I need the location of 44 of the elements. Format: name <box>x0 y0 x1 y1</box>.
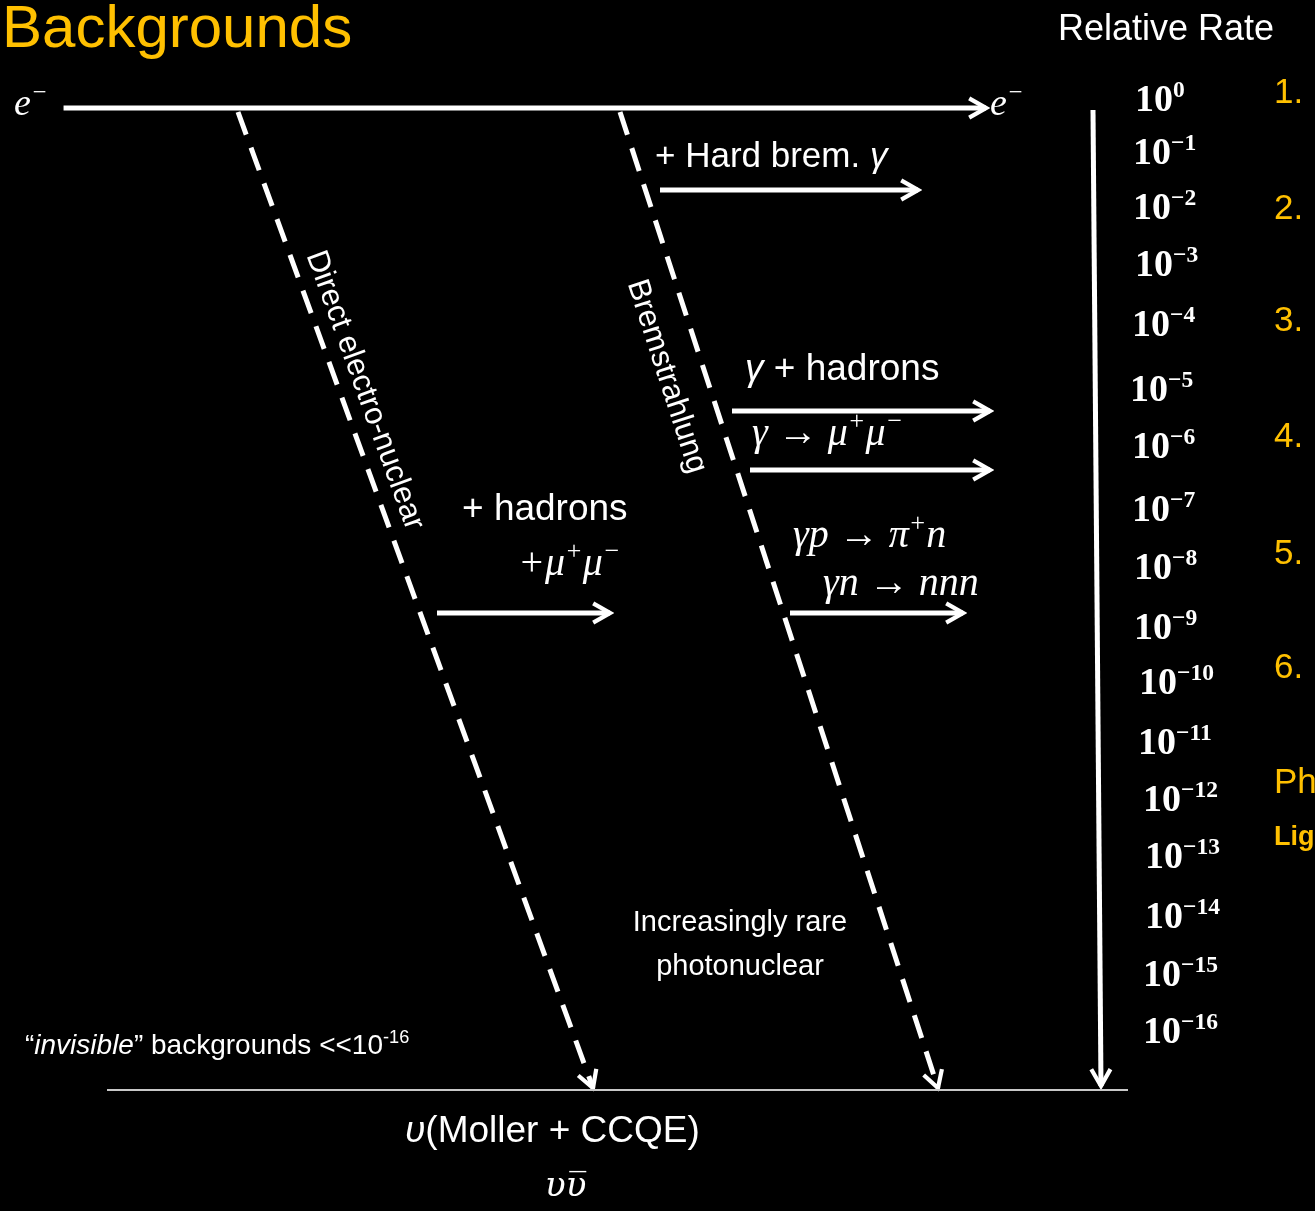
rate-value: 10$^{−15}$ <box>1143 954 1218 992</box>
rate-value: 10$^{0}$ <box>1135 79 1185 117</box>
rate-value: 10$^{−3}$ <box>1135 244 1199 282</box>
list-number: 2. <box>1274 188 1304 227</box>
arrow <box>63 96 989 120</box>
process-label: + Hard brem. γ <box>655 136 888 175</box>
final-state-label: υυ̅ <box>545 1166 587 1204</box>
rate-value: 10$^{−7}$ <box>1132 489 1196 527</box>
rate-value: 10$^{−6}$ <box>1132 426 1196 464</box>
list-number: 6. <box>1274 647 1304 686</box>
process-label: γ + hadrons <box>745 348 940 389</box>
rate-value: 10$^{−11}$ <box>1138 722 1212 760</box>
rate-value: 10$^{−2}$ <box>1133 187 1197 225</box>
note: Increasingly rare photonuclear <box>631 904 849 983</box>
rate-value: 10$^{−14}$ <box>1145 896 1220 934</box>
title: Backgrounds <box>2 0 353 60</box>
process-label: + hadrons <box>462 488 628 529</box>
rate-value: 10$^{−13}$ <box>1145 836 1220 874</box>
axis-title: Relative Rate <box>1058 8 1275 48</box>
process-label: +μ$^{+}$μ$^{−}$ <box>518 540 621 584</box>
list-number: 1. <box>1274 72 1304 111</box>
rate-value: 10$^{−4}$ <box>1132 304 1196 342</box>
final-state-label: υ(Moller + CCQE) <box>405 1110 700 1151</box>
rate-value: 10$^{−1}$ <box>1133 132 1197 170</box>
dashed-arrow <box>235 111 599 1091</box>
process-label: γ → μ$^{+}$μ$^{−}$ <box>752 410 903 454</box>
rate-value: 10$^{−10}$ <box>1139 662 1214 700</box>
rate-value: 10$^{−16}$ <box>1143 1011 1218 1049</box>
process-label: γp → π$^{+}$n <box>793 512 947 556</box>
list-number: 5. <box>1274 533 1304 572</box>
note: “invisible” backgrounds <<10$^{-16}$ <box>25 1030 410 1061</box>
baseline-bar <box>107 1089 1128 1091</box>
rate-value: 10$^{−8}$ <box>1134 547 1198 585</box>
dashed-arrow <box>617 111 944 1091</box>
particle-label: e$^{−}$ <box>990 82 1024 124</box>
list-text: Ph <box>1274 762 1315 801</box>
rate-value: 10$^{−9}$ <box>1134 607 1198 645</box>
list-text: Lig <box>1274 822 1315 852</box>
rate-value: 10$^{−12}$ <box>1143 779 1218 817</box>
list-number: 3. <box>1274 300 1304 339</box>
particle-label: e$^{−}$ <box>14 82 48 124</box>
rate-value: 10$^{−5}$ <box>1130 369 1194 407</box>
process-label: γn → nnn <box>823 560 979 604</box>
list-number: 4. <box>1274 416 1304 455</box>
